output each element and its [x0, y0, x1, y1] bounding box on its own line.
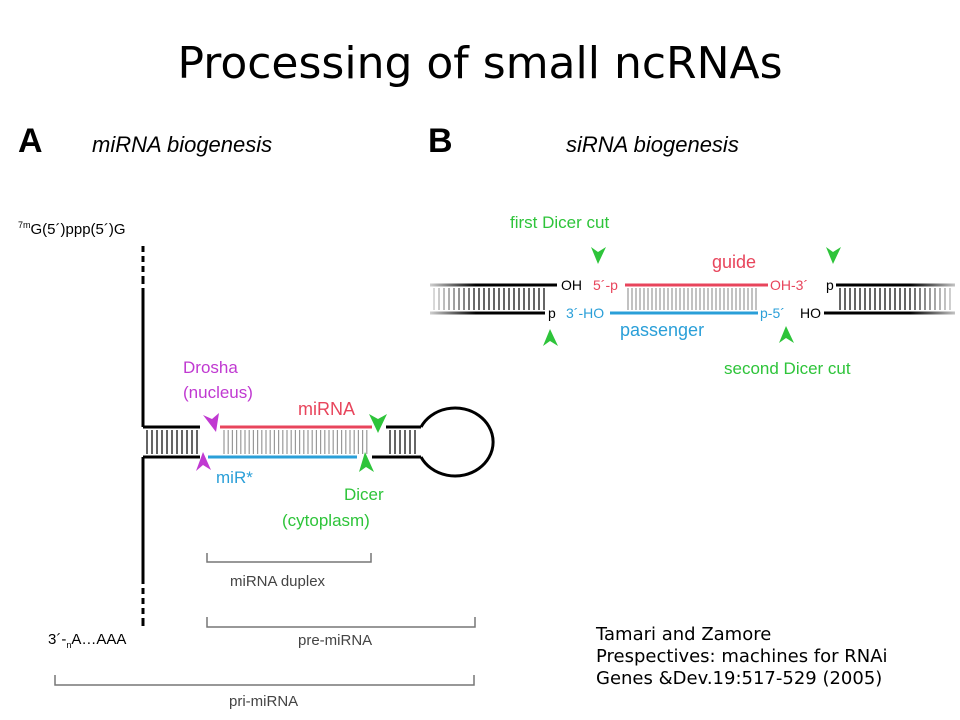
citation-article: Prespectives: machines for RNAi [596, 646, 888, 667]
left-p-label: p [548, 305, 556, 321]
stem-left-base-pairs [146, 430, 198, 454]
first-dicer-cut-label: first Dicer cut [510, 213, 609, 232]
right-ho-label: HO [800, 305, 821, 321]
sirna-duplex-base-pairs [627, 288, 757, 310]
mirna-label: miRNA [298, 399, 355, 419]
cap-label: 7mG(5´)ppp(5´)G [18, 220, 126, 238]
left-dsrna-fade [428, 276, 476, 320]
first-cut-left-arrow [591, 247, 606, 264]
citation-journal: Genes &Dev.19:517-529 (2005) [596, 668, 883, 689]
citation: Tamari and Zamore Prespectives: machines… [596, 624, 888, 690]
pri-mirna-bracket [54, 675, 475, 686]
pre-mirna-bracket [206, 617, 476, 628]
pre-mirna-label: pre-miRNA [298, 632, 372, 649]
slide-title: Processing of small ncRNAs [177, 38, 783, 89]
panel-b-letter: B [428, 122, 453, 160]
dicer-location: (cytoplasm) [282, 511, 370, 530]
mirstar-label: miR* [216, 468, 253, 487]
panel-b: B siRNA biogenesis first Dicer cut OH p … [428, 122, 960, 378]
passenger-3p-label: 3´-HO [566, 305, 604, 321]
left-oh-label: OH [561, 277, 582, 293]
panel-a: A miRNA biogenesis 7mG(5´)ppp(5´)G [18, 122, 495, 710]
dicer-cut-bottom-arrow [359, 452, 374, 472]
stem-right-base-pairs [389, 430, 416, 454]
second-dicer-cut-label: second Dicer cut [724, 359, 851, 378]
drosha-label: Drosha [183, 358, 238, 377]
duplex-base-pairs [223, 430, 368, 454]
second-cut-right-arrow [779, 326, 794, 343]
panel-b-heading: siRNA biogenesis [566, 132, 739, 157]
drosha-location: (nucleus) [183, 383, 253, 402]
guide-label: guide [712, 252, 756, 272]
panel-a-heading: miRNA biogenesis [92, 132, 272, 157]
guide-3p-label: OH-3´ [770, 277, 808, 293]
passenger-label: passenger [620, 320, 704, 340]
passenger-5p-label: p-5´ [760, 305, 785, 321]
panel-a-letter: A [18, 122, 43, 160]
drosha-cut-top-arrow [203, 413, 219, 432]
hairpin-loop [419, 406, 495, 478]
dicer-label: Dicer [344, 485, 384, 504]
right-dsrna-fade [910, 276, 960, 320]
right-p-label: p [826, 277, 834, 293]
guide-5p-label: 5´-p [593, 277, 618, 293]
duplex-bracket [206, 553, 372, 563]
tail-label: 3´-nA…AAA [48, 631, 126, 650]
citation-authors: Tamari and Zamore [596, 624, 772, 645]
dicer-cut-top-arrow [369, 414, 387, 433]
first-cut-right-arrow [826, 247, 841, 264]
pri-mirna-label: pri-miRNA [229, 693, 298, 710]
second-cut-left-arrow [543, 329, 558, 346]
drosha-cut-bottom-arrow [196, 452, 211, 471]
duplex-label: miRNA duplex [230, 573, 326, 590]
